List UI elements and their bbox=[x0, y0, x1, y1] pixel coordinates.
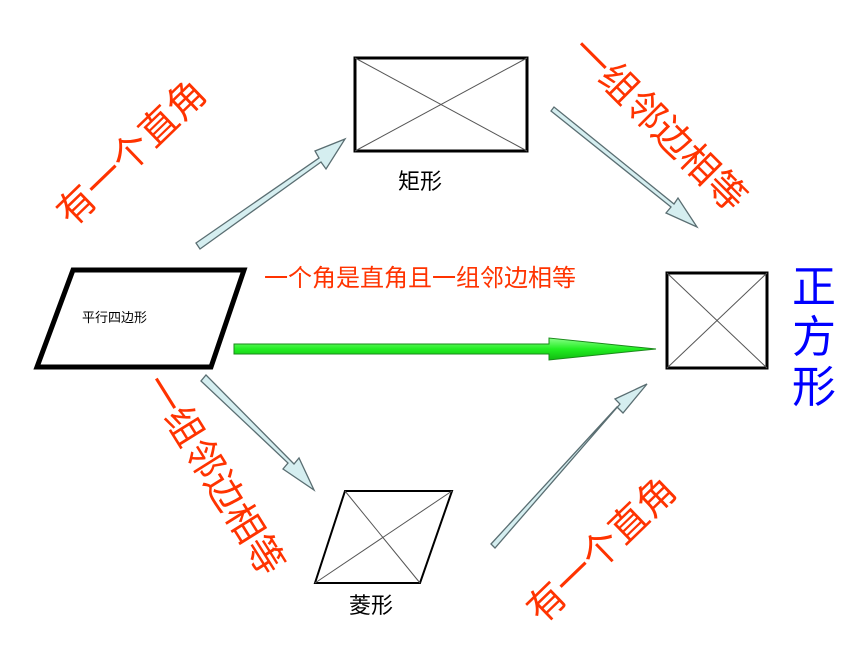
arrow-rectangle-to-square bbox=[550, 106, 699, 229]
parallelogram-label: 平行四边形 bbox=[82, 311, 148, 326]
rectangle-label: 矩形 bbox=[398, 170, 443, 195]
arrow-parallelogram-to-rhombus bbox=[200, 374, 316, 492]
square-shape bbox=[665, 271, 769, 370]
rectangle-shape bbox=[353, 56, 529, 153]
parallelogram-shape bbox=[33, 267, 248, 370]
rhombus-shape bbox=[313, 490, 454, 584]
arrow-parallelogram-to-square bbox=[233, 337, 657, 361]
square-label: 正方形 bbox=[792, 262, 836, 413]
rhombus-label: 菱形 bbox=[349, 594, 394, 619]
label-right-angle-and-adjacent-sides: 一个角是直角且一组邻边相等 bbox=[264, 264, 576, 292]
arrow-rhombus-to-square bbox=[490, 383, 648, 549]
arrow-parallelogram-to-rectangle bbox=[195, 137, 347, 250]
